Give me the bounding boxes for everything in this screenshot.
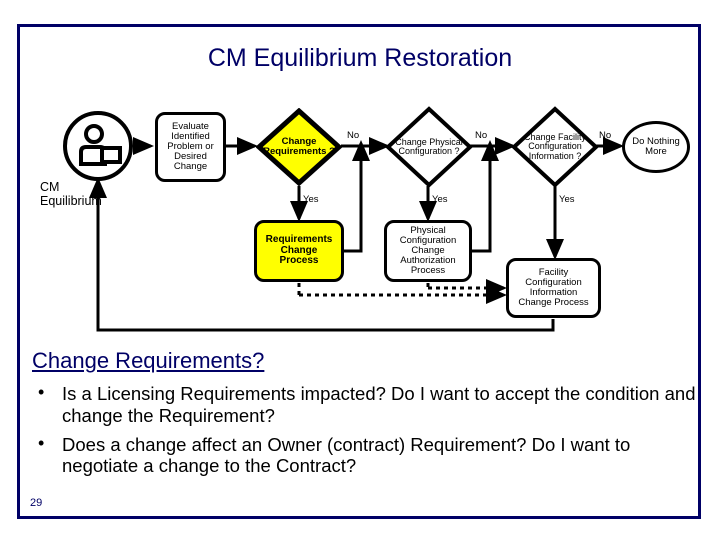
list-item-text: Does a change affect an Owner (contract)… <box>62 433 631 477</box>
edge-label-no-3: No <box>599 130 612 141</box>
edge-label-yes-1: Yes <box>303 194 319 205</box>
edge-label-yes-3: Yes <box>559 194 575 205</box>
cm-equilibrium-actor-icon <box>63 111 133 181</box>
node-change-requirements-label: Change Requirements ? <box>263 136 335 157</box>
node-change-physical-configuration[interactable]: Change Physical Configuration ? <box>385 106 473 188</box>
edge-label-no-2: No <box>475 130 488 141</box>
edge-label-yes-2: Yes <box>432 194 448 205</box>
node-requirements-change-process[interactable]: Requirements Change Process <box>254 220 344 282</box>
list-item-text: Is a Licensing Requirements impacted? Do… <box>62 383 696 426</box>
node-do-nothing-more[interactable]: Do Nothing More <box>622 121 690 173</box>
list-item: • Is a Licensing Requirements impacted? … <box>30 382 702 427</box>
page-number: 29 <box>30 497 43 509</box>
edge-label-no-1: No <box>347 130 360 141</box>
actor-label-line2: Equilibrium <box>40 194 102 208</box>
bullet-marker-icon: • <box>38 432 45 453</box>
list-item: • Does a change affect an Owner (contrac… <box>30 432 702 478</box>
bullet-marker-icon: • <box>38 382 45 402</box>
node-change-facility-configuration-information-label: Change Facility Configuration Informatio… <box>523 131 587 161</box>
node-evaluate[interactable]: Evaluate Identified Problem or Desired C… <box>155 112 226 182</box>
actor-label-line1: CM <box>40 180 60 194</box>
slide-border <box>17 24 701 519</box>
node-physical-configuration-change-authorization-process[interactable]: Physical Configuration Change Authorizat… <box>384 220 472 282</box>
node-change-requirements[interactable]: Change Requirements ? <box>256 108 342 186</box>
node-facility-configuration-information-change-process[interactable]: Facility Configuration Information Chang… <box>506 258 601 318</box>
page-title: CM Equilibrium Restoration <box>207 44 513 72</box>
node-change-facility-configuration-information[interactable]: Change Facility Configuration Informatio… <box>511 106 599 188</box>
bullet-list: • Is a Licensing Requirements impacted? … <box>30 382 702 484</box>
actor-label: CM Equilibrium <box>40 180 150 208</box>
section-heading: Change Requirements? <box>32 348 265 373</box>
node-change-physical-configuration-label: Change Physical Configuration ? <box>395 136 463 156</box>
